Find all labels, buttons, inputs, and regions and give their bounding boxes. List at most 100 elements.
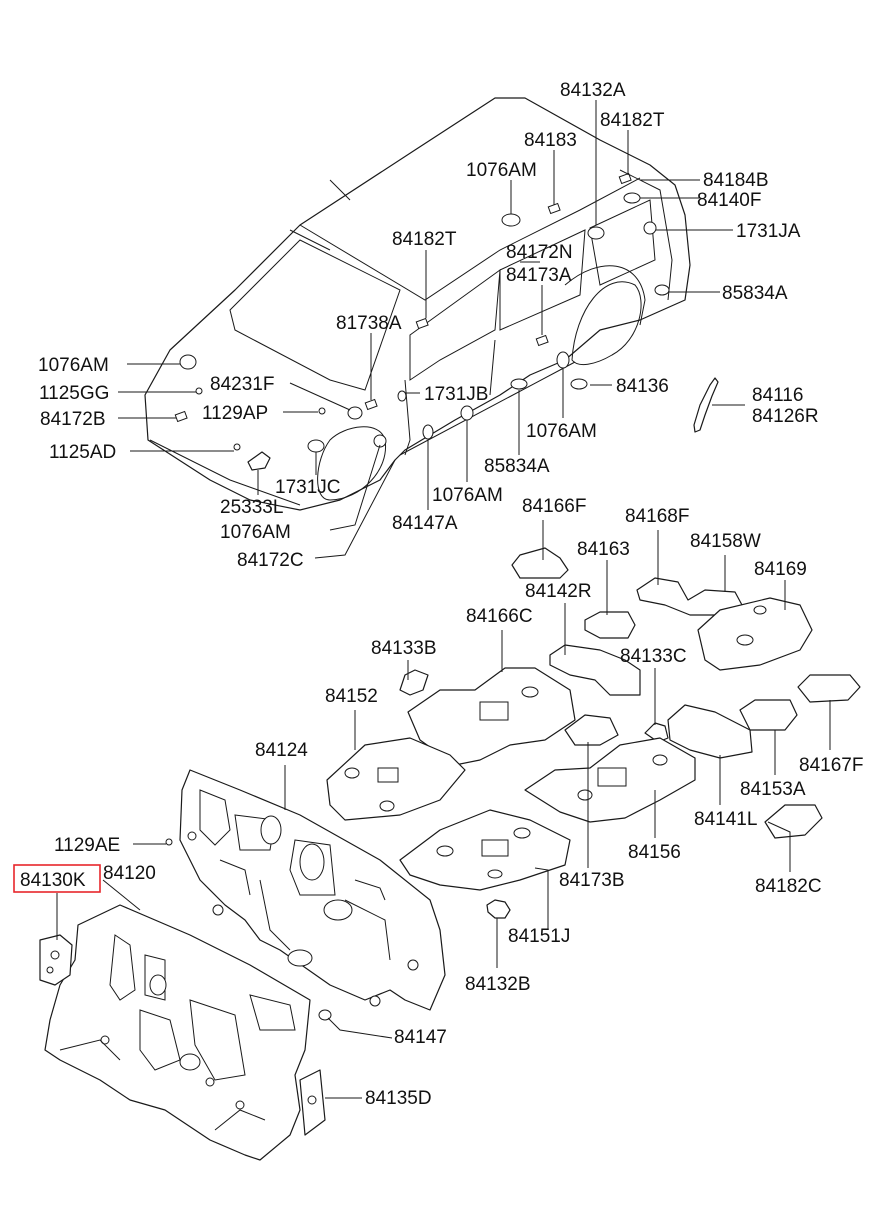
label-1076AM-side: 1076AM: [526, 421, 597, 442]
vehicle-body-outline: [144, 97, 691, 511]
plug-1076AM-front: [179, 354, 197, 370]
label-84132A: 84132A: [560, 80, 626, 101]
label-84163: 84163: [577, 539, 630, 560]
label-81738A: 81738A: [336, 313, 402, 334]
label-1076AM-wheel: 1076AM: [220, 522, 291, 543]
pad-84173A: [535, 334, 549, 347]
part-labels: 84132A 84182T 84183 1076AM 84184B 84140F…: [13, 80, 863, 1109]
label-84172B: 84172B: [40, 409, 106, 430]
plug-1731JB: [397, 390, 407, 402]
pad-84168F: [636, 577, 743, 616]
label-84153A: 84153A: [740, 779, 806, 800]
grommet-84132B: [486, 899, 511, 919]
pad-84133B: [399, 669, 429, 696]
label-84231F: 84231F: [210, 374, 274, 395]
pad-84169: [697, 597, 813, 671]
plug-84136: [570, 378, 588, 390]
label-84158W: 84158W: [690, 531, 761, 552]
plug-1076AM-roof: [501, 213, 521, 227]
label-84172C: 84172C: [237, 550, 304, 571]
label-84172N: 84172N: [506, 242, 573, 263]
clip-25333L: [247, 451, 271, 471]
plug-1731JC: [307, 439, 325, 453]
label-84141L: 84141L: [694, 809, 757, 830]
label-84152: 84152: [325, 686, 378, 707]
label-84135D: 84135D: [365, 1088, 432, 1109]
label-84116: 84116: [752, 385, 803, 406]
label-1076AM-front: 1076AM: [38, 355, 109, 376]
pad-84172B: [174, 410, 188, 423]
label-84182C: 84182C: [755, 876, 822, 897]
pad-84182T-side: [415, 317, 429, 330]
label-84182T-roof: 84182T: [600, 110, 665, 131]
label-84133C: 84133C: [620, 646, 687, 667]
label-84147A: 84147A: [392, 513, 458, 534]
label-84182T-side: 84182T: [392, 229, 457, 250]
label-1129AP: 1129AP: [202, 403, 268, 424]
label-84140F: 84140F: [697, 190, 761, 211]
pad-84141L: [667, 704, 753, 759]
label-1125AD: 1125AD: [49, 442, 116, 463]
label-1731JC: 1731JC: [275, 477, 341, 498]
dash-panel-84124: [179, 769, 446, 1011]
screw-1125GG: [195, 387, 203, 395]
pad-84163: [584, 611, 636, 639]
screw-1129AP: [318, 407, 326, 415]
label-84126R: 84126R: [752, 406, 819, 427]
label-84168F: 84168F: [625, 506, 689, 527]
label-1731JB: 1731JB: [424, 384, 488, 405]
pad-84173B: [564, 714, 619, 746]
label-84147: 84147: [394, 1027, 447, 1048]
pad-84140F: [623, 192, 641, 204]
label-84167F: 84167F: [799, 755, 863, 776]
screw-1129AE: [165, 838, 173, 846]
pad-81738A: [364, 398, 378, 411]
label-1125GG: 1125GG: [39, 383, 109, 404]
plug-84147A: [422, 424, 434, 440]
pad-84166F: [511, 547, 569, 579]
dash-pad-84120: [44, 904, 311, 1161]
plug-85834A-mid: [510, 378, 528, 390]
leader-lines: [56, 100, 831, 1099]
pad-84167F: [797, 674, 861, 703]
label-84184B: 84184B: [703, 170, 769, 191]
highlight-box-84130K: [13, 864, 101, 893]
label-84183: 84183: [524, 130, 577, 151]
plug-1076AM-side: [556, 351, 570, 369]
label-84142R: 84142R: [525, 581, 592, 602]
label-25333L: 25333L: [220, 497, 283, 518]
label-84169: 84169: [754, 559, 807, 580]
label-84124: 84124: [255, 740, 308, 761]
label-84173B: 84173B: [559, 870, 625, 891]
label-1076AM-roof: 1076AM: [466, 160, 537, 181]
label-84151J: 84151J: [508, 926, 570, 947]
label-84133B: 84133B: [371, 638, 437, 659]
label-84166C: 84166C: [466, 606, 533, 627]
pad-84153A: [739, 699, 798, 731]
pad-84183: [547, 202, 561, 215]
label-84132B: 84132B: [465, 974, 531, 995]
label-84166F: 84166F: [522, 496, 586, 517]
label-1129AE: 1129AE: [54, 835, 120, 856]
insulator-84130K: [39, 934, 73, 986]
label-1731JA: 1731JA: [736, 221, 801, 242]
label-84156: 84156: [628, 842, 681, 863]
floor-pads: [326, 547, 861, 919]
plug-1076AM-low: [460, 405, 474, 421]
plug-85834A-rear: [654, 284, 670, 296]
plug-1076AM-wheel: [373, 434, 387, 448]
label-84173A: 84173A: [506, 265, 572, 286]
label-1076AM-low: 1076AM: [432, 485, 503, 506]
plug-84147: [318, 1009, 332, 1021]
plug-1731JA: [643, 221, 657, 235]
pad-84182T-roof: [618, 172, 632, 185]
strip-84116: [693, 377, 719, 433]
label-85834A-mid: 85834A: [484, 456, 550, 477]
pad-84182C: [764, 804, 823, 839]
dash-small-parts: [39, 838, 332, 1136]
label-84120: 84120: [103, 863, 156, 884]
plug-84132A: [587, 226, 605, 240]
pad-84231F: [347, 406, 363, 420]
pad-84142R: [549, 644, 641, 696]
